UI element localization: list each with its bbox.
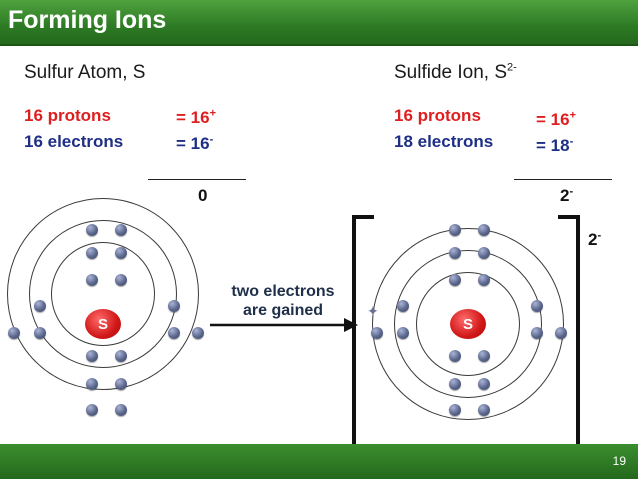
arrow-caption: two electrons are gained: [208, 282, 358, 320]
electron: [168, 300, 180, 312]
atom-electrons-label: 16 electrons: [24, 132, 124, 151]
electron: [115, 404, 127, 416]
bracket-charge: 2-: [588, 229, 602, 249]
electron: [115, 350, 127, 362]
gain-arrow: [210, 318, 358, 332]
atom-nucleus: S: [85, 309, 121, 339]
atom-net-charge: 0: [198, 186, 208, 205]
electron: [478, 274, 490, 286]
electron: [115, 274, 127, 286]
electron: [449, 350, 461, 362]
slide-title: Forming Ions: [8, 6, 167, 34]
ion-electrons-charge: = 18-: [536, 135, 574, 155]
electron: [531, 300, 543, 312]
title-bar: Forming Ions: [0, 0, 638, 46]
electron: [531, 327, 543, 339]
electron: [34, 327, 46, 339]
electron: [478, 378, 490, 390]
footer-bar: [0, 444, 638, 479]
electron: [168, 327, 180, 339]
electron: [86, 404, 98, 416]
electron: [115, 378, 127, 390]
electron: [478, 404, 490, 416]
ion-heading: Sulfide Ion, S2-: [394, 61, 517, 83]
arrow-caption-line2: are gained: [242, 302, 324, 319]
ion-orbit-outer: [372, 228, 564, 420]
electron: [34, 300, 46, 312]
ion-electrons-label: 18 electrons: [394, 132, 494, 151]
electron: [449, 378, 461, 390]
ion-bracket-left: [352, 215, 374, 471]
atom-protons-label: 16 protons: [24, 106, 111, 125]
electron: [449, 247, 461, 259]
electron: [449, 274, 461, 286]
ion-net-charge: 2-: [560, 185, 574, 205]
electron: [478, 224, 490, 236]
electron: [86, 350, 98, 362]
electron: [555, 327, 567, 339]
arrow-caption-line1: two electrons: [231, 283, 335, 300]
electron: [397, 327, 409, 339]
ion-sum-rule: [514, 179, 612, 180]
ion-protons-charge: = 16+: [536, 109, 576, 129]
electron: [8, 327, 20, 339]
atom-protons-charge: = 16+: [176, 107, 216, 127]
electron: [86, 224, 98, 236]
atom-heading: Sulfur Atom, S: [24, 62, 146, 83]
electron: [86, 274, 98, 286]
ion-protons-label: 16 protons: [394, 106, 481, 125]
electron: [86, 378, 98, 390]
electron: [86, 247, 98, 259]
electron: [478, 350, 490, 362]
electron: [115, 224, 127, 236]
electron: [371, 327, 383, 339]
atom-sum-rule: [148, 179, 246, 180]
electron: [397, 300, 409, 312]
gained-electron-star-icon: ✦: [367, 303, 379, 319]
electron: [115, 247, 127, 259]
atom-electrons-charge: = 16-: [176, 133, 214, 153]
ion-nucleus: S: [450, 309, 486, 339]
electron: [449, 404, 461, 416]
electron: [449, 224, 461, 236]
page-number: 19: [612, 454, 626, 468]
electron: [192, 327, 204, 339]
ion-bracket-right: [558, 215, 580, 471]
electron: [478, 247, 490, 259]
atom-orbit-outer: [7, 198, 199, 390]
